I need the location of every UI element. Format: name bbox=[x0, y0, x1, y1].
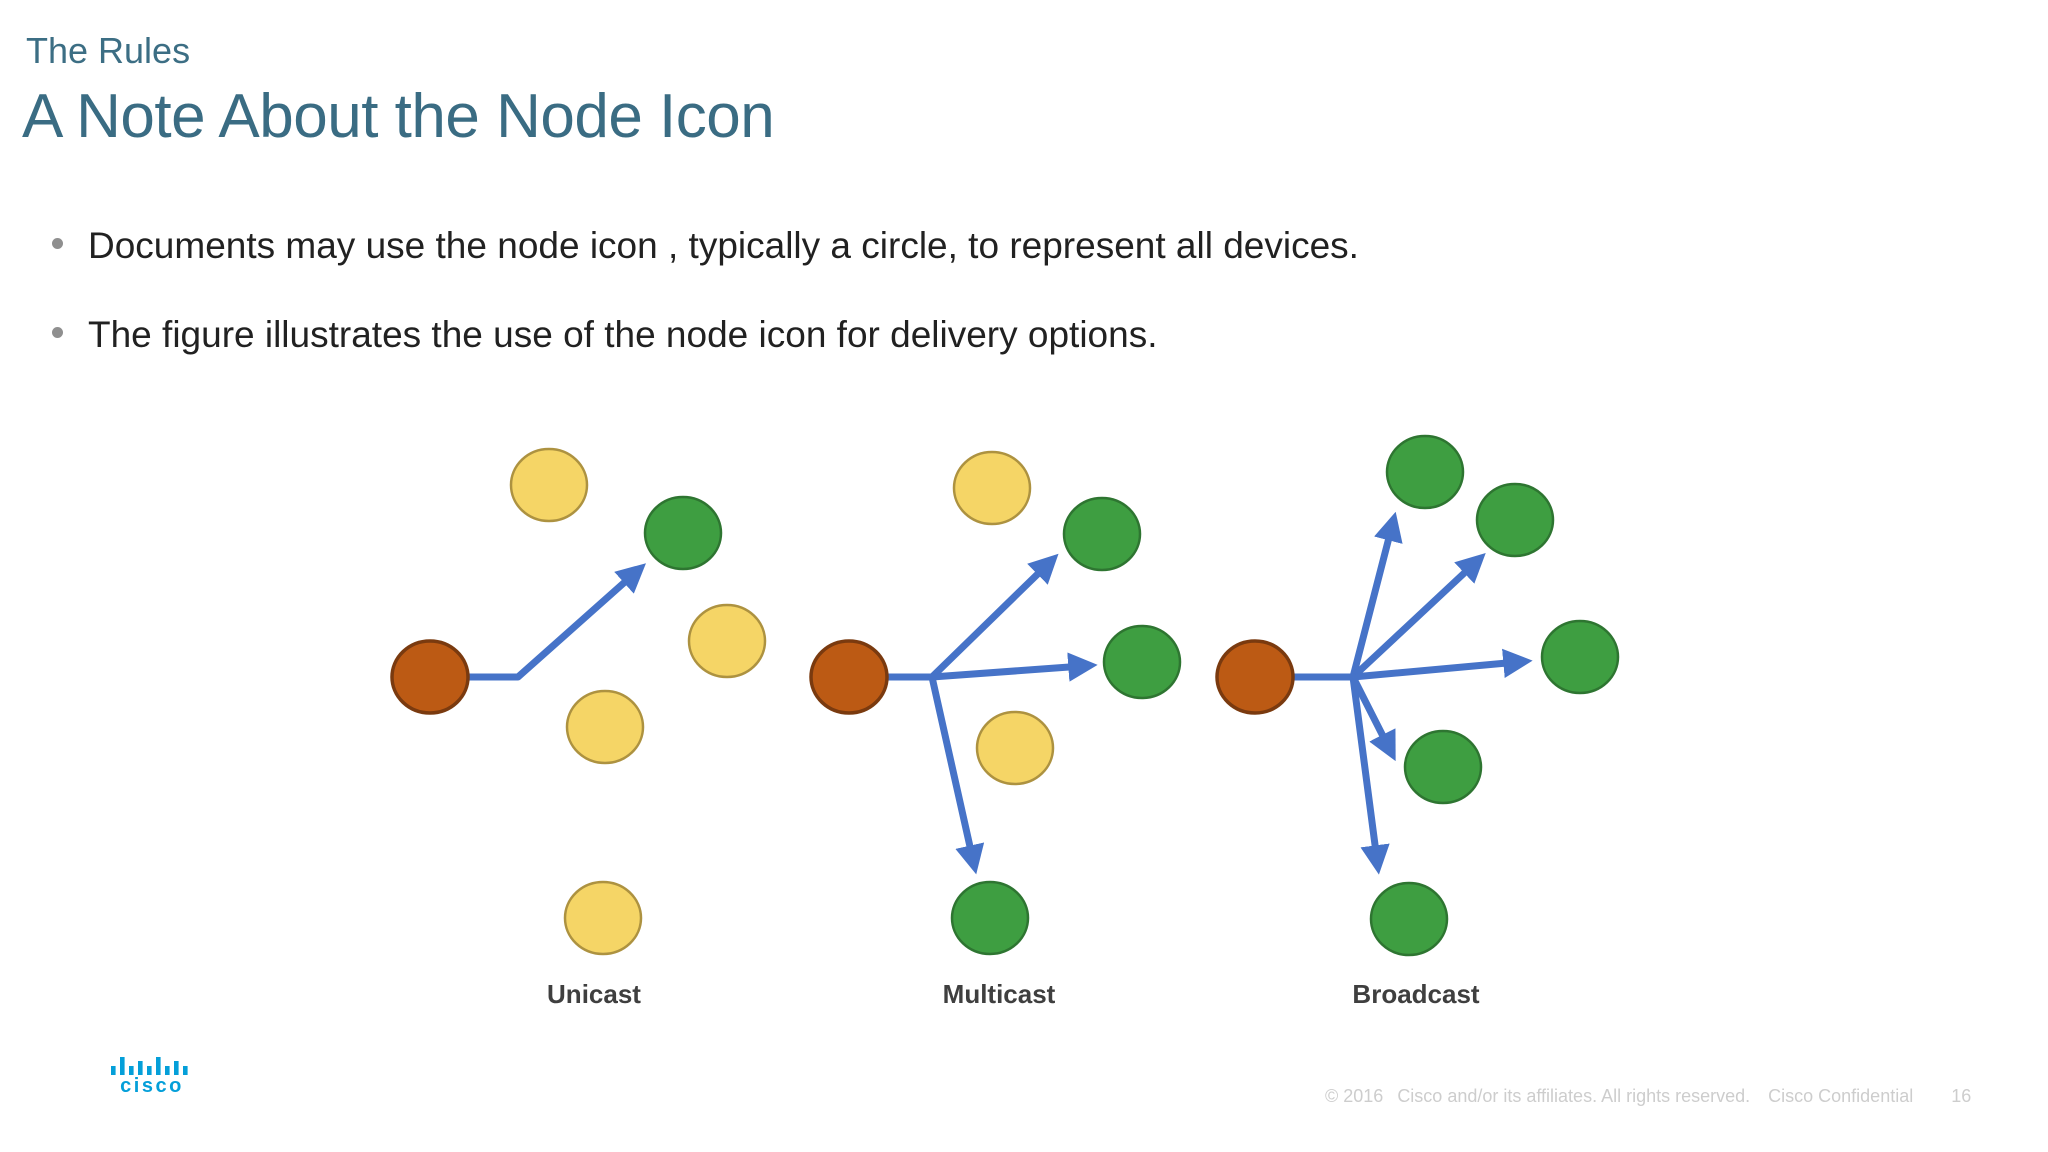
bullet-marker bbox=[52, 327, 63, 339]
recipient-node bbox=[1369, 881, 1449, 957]
cisco-logo-text: cisco bbox=[120, 1075, 184, 1097]
recipient-node bbox=[1062, 496, 1142, 572]
sender-node bbox=[1215, 639, 1295, 715]
recipient-node bbox=[950, 880, 1030, 956]
cluster-unicast: Unicast bbox=[390, 447, 767, 1009]
cluster-label: Multicast bbox=[943, 979, 1056, 1009]
recipient-node bbox=[1102, 624, 1182, 700]
recipient-node bbox=[1475, 482, 1555, 558]
delivery-arrow bbox=[1349, 673, 1396, 762]
cisco-logo: cisco bbox=[106, 1048, 198, 1098]
page-title: A Note About the Node Icon bbox=[22, 82, 775, 151]
delivery-arrow bbox=[1349, 511, 1403, 681]
delivery-arrow bbox=[928, 673, 985, 875]
delivery-arrow bbox=[928, 553, 1059, 681]
recipient-node bbox=[1403, 729, 1483, 805]
bullet-text: The figure illustrates the use of the no… bbox=[88, 314, 1158, 356]
trunk-line bbox=[464, 563, 646, 681]
cluster-label: Broadcast bbox=[1352, 979, 1479, 1009]
sender-node bbox=[809, 639, 889, 715]
footer-rights: Cisco and/or its affiliates. All rights … bbox=[1397, 1086, 1751, 1106]
bullet-list: Documents may use the node icon , typica… bbox=[52, 222, 1359, 400]
footer: © 2016 Cisco and/or its affiliates. All r… bbox=[1325, 1086, 1971, 1107]
cluster-label: Unicast bbox=[547, 979, 641, 1009]
bullet-marker bbox=[52, 238, 63, 249]
cisco-logo-bars-icon bbox=[111, 1057, 188, 1075]
slide-kicker: The Rules bbox=[26, 30, 191, 71]
bullet-text: Documents may use the node icon , typica… bbox=[88, 225, 1359, 266]
delivery-arrow bbox=[1349, 552, 1486, 681]
sender-node bbox=[390, 639, 470, 715]
footer-confidential: Cisco Confidential bbox=[1768, 1086, 1914, 1106]
bystander-node bbox=[952, 450, 1032, 526]
bystander-node bbox=[563, 880, 643, 956]
recipient-node bbox=[643, 495, 723, 571]
bystander-node bbox=[565, 689, 645, 765]
page-number: 16 bbox=[1951, 1086, 1972, 1106]
cluster-broadcast: Broadcast bbox=[1215, 434, 1620, 1009]
delivery-arrow bbox=[1349, 648, 1533, 681]
delivery-arrow bbox=[1349, 673, 1390, 875]
delivery-arrow bbox=[928, 652, 1098, 682]
bystander-node bbox=[509, 447, 589, 523]
recipient-node bbox=[1540, 619, 1620, 695]
recipient-node bbox=[1385, 434, 1465, 510]
bullet-item: The figure illustrates the use of the no… bbox=[52, 311, 1359, 359]
bullet-item: Documents may use the node icon , typica… bbox=[52, 222, 1359, 270]
bystander-node bbox=[687, 603, 767, 679]
cluster-multicast: Multicast bbox=[809, 450, 1182, 1009]
footer-copyright: © 2016 bbox=[1325, 1086, 1384, 1106]
bystander-node bbox=[975, 710, 1055, 786]
